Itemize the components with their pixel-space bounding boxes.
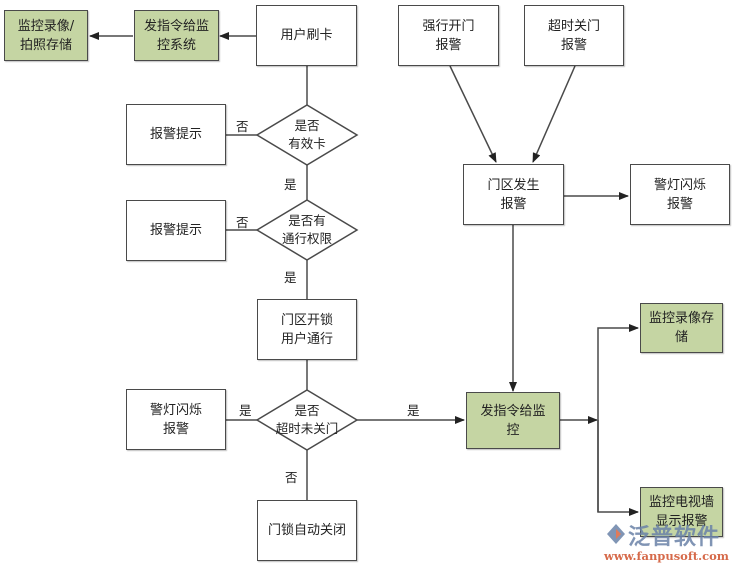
edge-label-no-2: 否 xyxy=(236,215,249,230)
node-tv-wall-alarm: 监控电视墙 显示报警 xyxy=(640,487,723,537)
decision-timeout xyxy=(255,389,359,451)
node-monitor-record-store: 监控录像存 储 xyxy=(640,303,723,353)
edge-label-no-1: 否 xyxy=(236,119,249,134)
decision-timeout-label: 是否 超时未关门 xyxy=(275,403,339,436)
node-alarm-prompt-2: 报警提示 xyxy=(126,200,226,261)
edge-fork-to-record xyxy=(597,324,639,512)
edge-label-yes-right: 是 xyxy=(407,403,420,418)
node-alarm-prompt-1: 报警提示 xyxy=(126,104,226,165)
watermark: 泛普软件 www.fanpusoft.com xyxy=(604,519,734,565)
node-auto-lock: 门锁自动关闭 xyxy=(257,500,357,561)
edge-label-yes-1: 是 xyxy=(284,177,297,192)
watermark-brand: 泛普软件 xyxy=(628,525,721,550)
node-send-cmd-monitor: 发指令给监 控 xyxy=(466,392,560,449)
decision-valid-card xyxy=(255,104,359,166)
node-monitor-record-photo: 监控录像/ 拍照存储 xyxy=(4,10,88,61)
node-warning-light-right: 警灯闪烁 报警 xyxy=(630,164,730,225)
edge-forced-to-doorarea xyxy=(449,65,497,163)
edge-label-yes-left: 是 xyxy=(239,403,252,418)
fanpu-logo-icon xyxy=(607,524,625,544)
edge-timeoutclose-to-doorarea xyxy=(532,65,576,163)
node-user-swipe-card: 用户刷卡 xyxy=(256,5,357,66)
decision-permission xyxy=(255,199,359,261)
node-forced-open-alarm: 强行开门 报警 xyxy=(398,5,499,66)
edge-label-yes-2: 是 xyxy=(284,270,297,285)
decision-permission-label: 是否有 通行权限 xyxy=(281,213,332,246)
decision-valid-card-label: 是否 有效卡 xyxy=(288,118,326,151)
edge-label-no-3: 否 xyxy=(285,470,298,485)
watermark-url: www.fanpusoft.com xyxy=(604,549,729,563)
node-warning-light-left: 警灯闪烁 报警 xyxy=(126,389,226,450)
node-timeout-close-alarm: 超时关门 报警 xyxy=(524,5,624,66)
node-send-cmd-monitor-system: 发指令给监 控系统 xyxy=(134,10,219,61)
node-door-unlock: 门区开锁 用户通行 xyxy=(257,299,357,360)
node-door-area-alarm: 门区发生 报警 xyxy=(463,164,564,225)
edge-fork-to-tvwall xyxy=(597,420,639,516)
